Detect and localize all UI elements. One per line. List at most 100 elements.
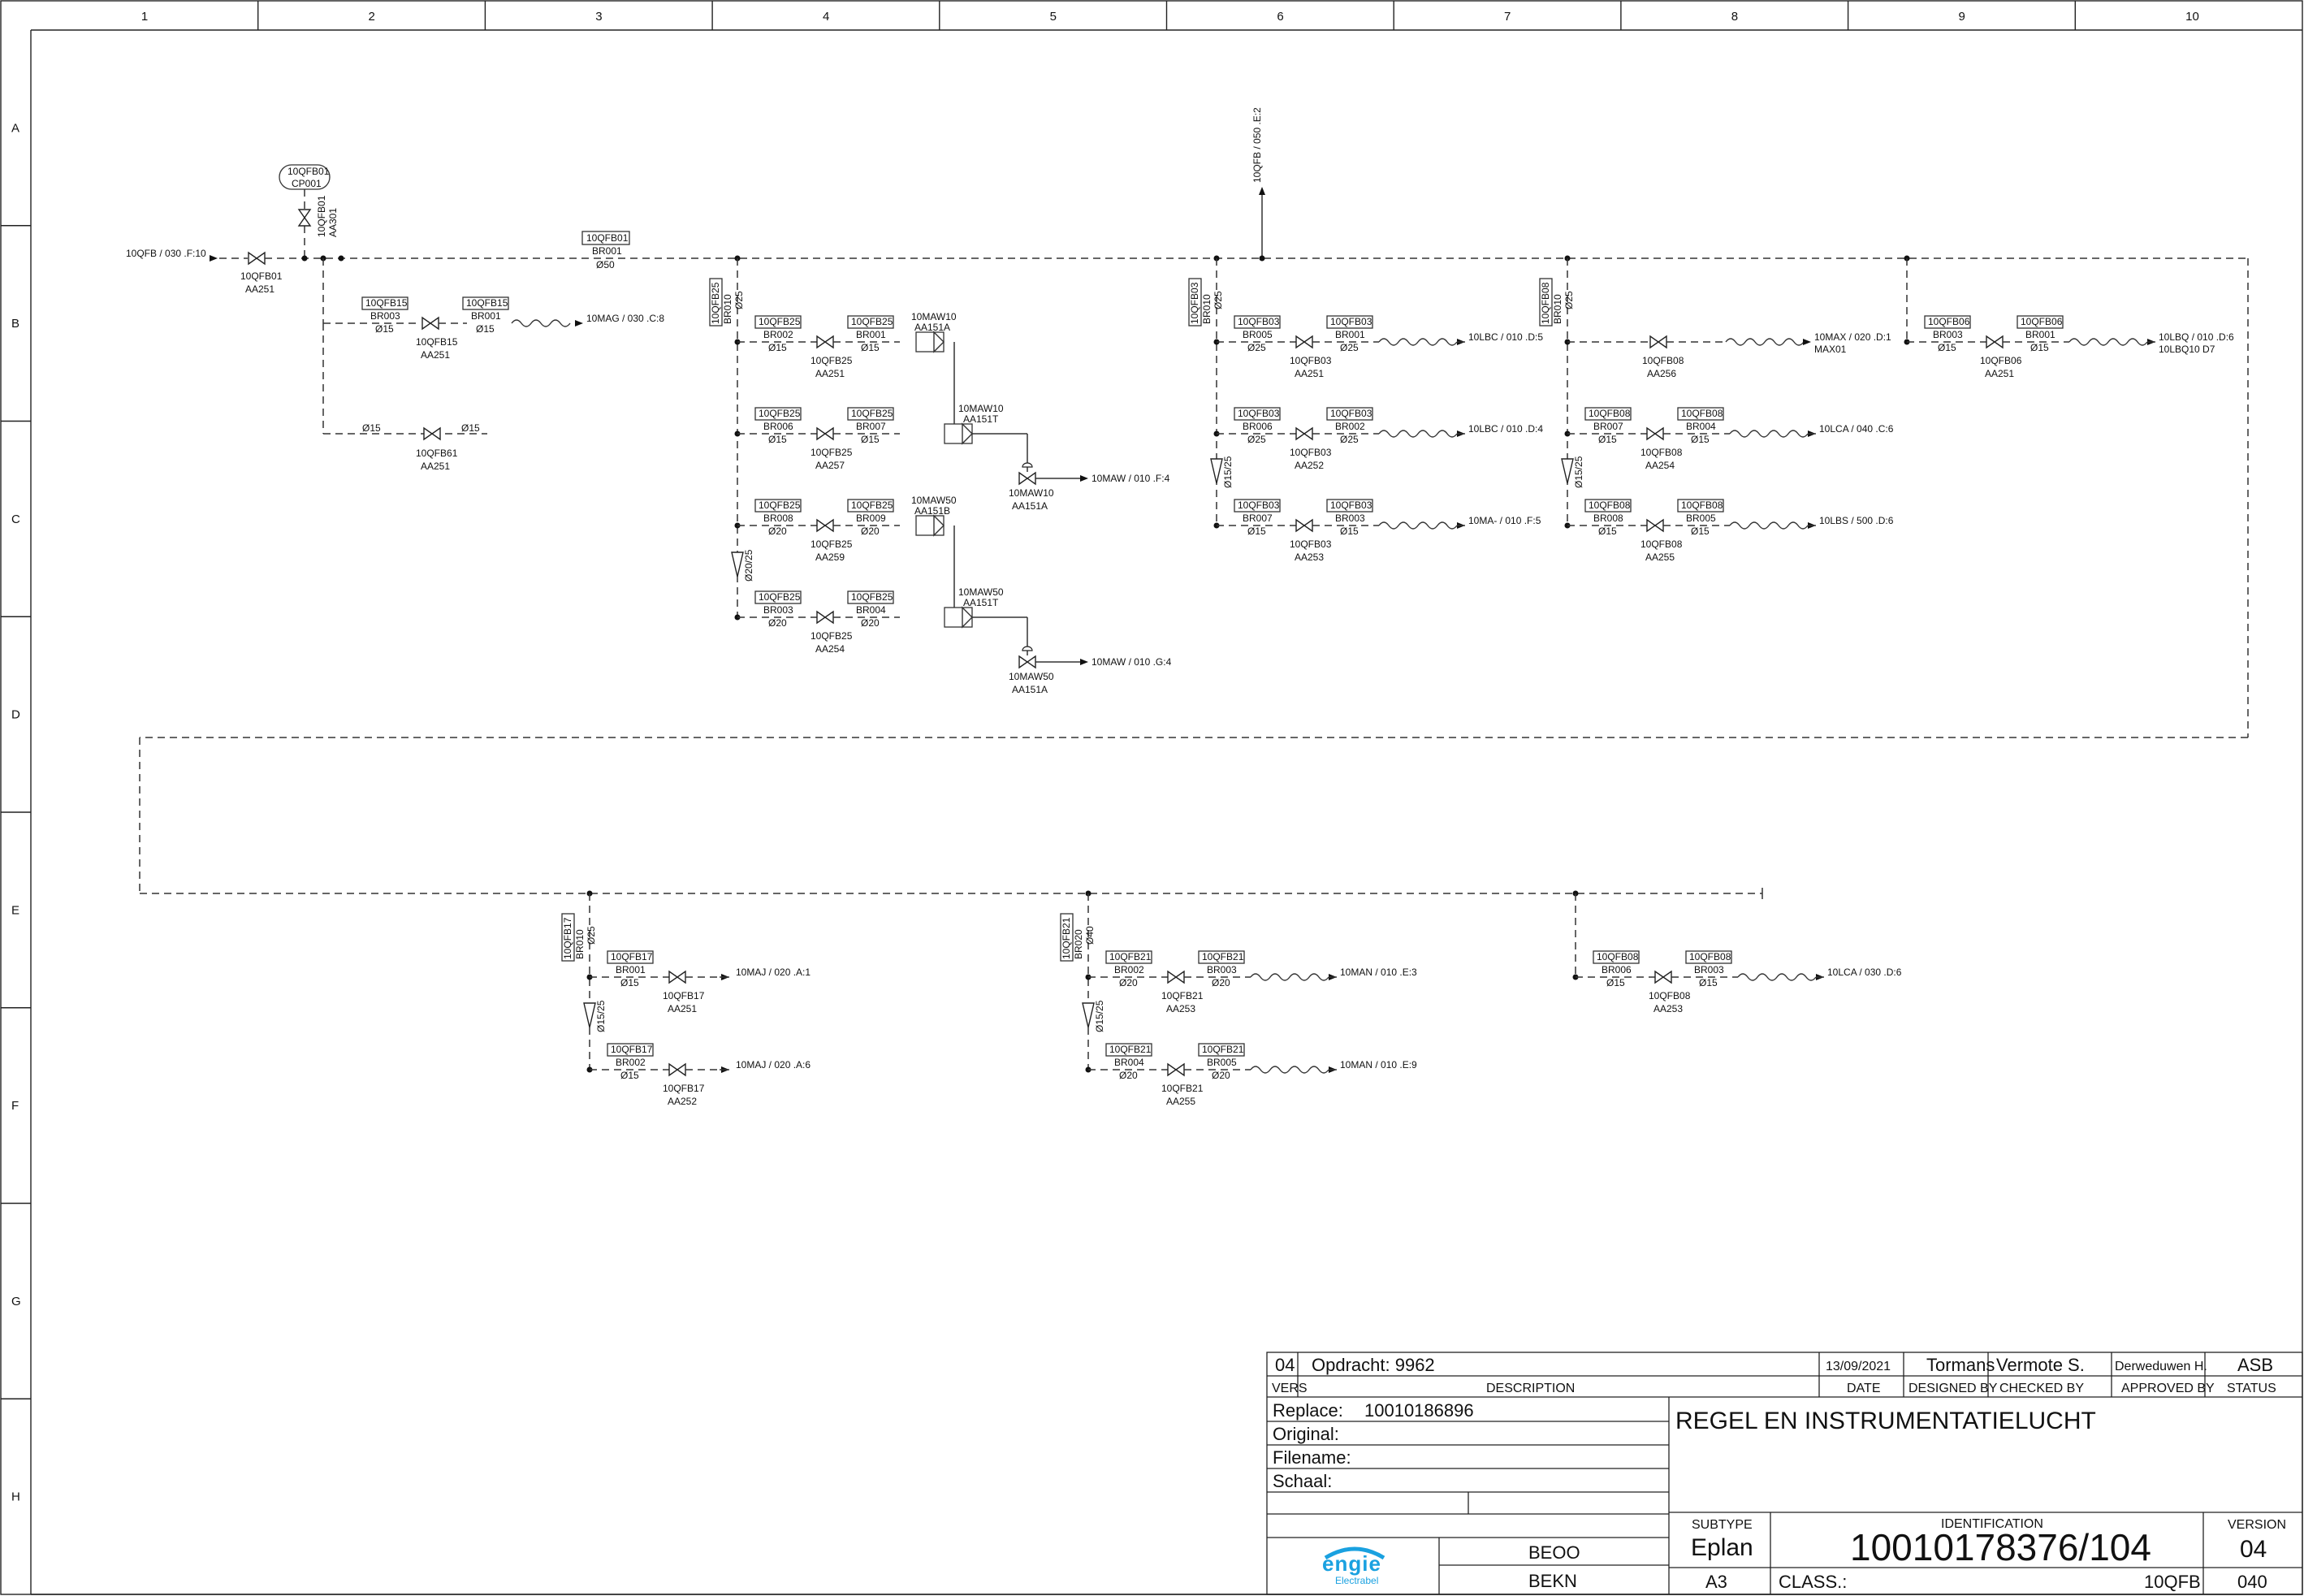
g21-row0-dest[interactable]: 10MAN / 010 .E:3	[1340, 967, 1417, 978]
g21-row1-valve[interactable]	[1167, 1062, 1185, 1077]
g21-row0-valve[interactable]	[1167, 970, 1185, 984]
col-label-1: 1	[141, 10, 148, 24]
source-ref[interactable]: 10QFB / 030 .F:10	[126, 248, 206, 259]
main-header: 10QFB / 030 .F:10 10QFB01 AA251 10QFB01 …	[126, 107, 2249, 899]
g21-row0-t1-box	[1105, 950, 1152, 964]
mach-dest-0[interactable]: 10MAW / 010 .F:4	[1091, 473, 1170, 484]
tb-site2: BEKN	[1528, 1571, 1577, 1591]
g08-first-dest[interactable]: 10MAX / 020 .D:1	[1814, 331, 1891, 343]
g03-row2-dest[interactable]: 10MA- / 010 .F:5	[1468, 515, 1541, 526]
g08-row1-valve[interactable]	[1646, 518, 1664, 533]
g25-row3-valve[interactable]	[816, 610, 834, 625]
g25-row2-valve-tag: 10QFB25	[811, 538, 853, 550]
g21-row0-t2-box	[1198, 950, 1245, 964]
instrument-sub: CP001	[292, 178, 322, 189]
g08-row1-dest[interactable]: 10LBS / 500 .D:6	[1819, 515, 1894, 526]
g03-row2-t2-br: BR003	[1335, 513, 1365, 524]
g21-row1-t1-br: BR004	[1114, 1057, 1144, 1068]
g25-row0-t1-tag: 10QFB25	[759, 316, 801, 327]
g25-row3-t1-dia: Ø20	[768, 617, 787, 629]
g08-row1-t1-br: BR008	[1593, 513, 1623, 524]
g25-row3-t2-dia: Ø20	[861, 617, 880, 629]
flow-arrow	[1080, 659, 1088, 665]
g25-row3-t2-tag: 10QFB25	[851, 591, 893, 603]
g25-row1-valve-code: AA257	[815, 460, 845, 471]
g08-first-valve-tag: 10QFB08	[1642, 355, 1684, 366]
g08b-row-t1-br: BR006	[1602, 964, 1632, 975]
g21-row1-valve-code: AA255	[1166, 1096, 1195, 1107]
b61-valve[interactable]	[423, 426, 441, 441]
g08-first-valve[interactable]	[1649, 335, 1667, 349]
g25-row3-t1-box	[754, 590, 802, 604]
b61-d2: Ø15	[461, 422, 480, 434]
g06-row-dest[interactable]: 10LBQ / 010 .D:6	[2159, 331, 2234, 343]
up-ref[interactable]: 10QFB / 050 .E:2	[1251, 107, 1263, 183]
g08-row0-dest[interactable]: 10LCA / 040 .C:6	[1819, 423, 1894, 435]
g03-row0-dest[interactable]: 10LBC / 010 .D:5	[1468, 331, 1543, 343]
g03-row0-t1-dia: Ø25	[1247, 342, 1266, 353]
g06-row-t2-dia: Ø15	[2030, 342, 2049, 353]
g03-row2-valve[interactable]	[1295, 518, 1313, 533]
g25-row2-t2-br: BR009	[856, 513, 886, 524]
g08b-row-valve[interactable]	[1654, 970, 1672, 984]
g21-row1-dest[interactable]: 10MAN / 010 .E:9	[1340, 1059, 1417, 1070]
g08-row0-valve[interactable]	[1646, 426, 1664, 441]
g17-vdia: Ø25	[586, 926, 597, 945]
mach-dest-1[interactable]: 10MAW / 010 .G:4	[1091, 656, 1172, 668]
header-dia: Ø50	[596, 259, 615, 270]
inlet-valve[interactable]	[248, 251, 266, 266]
g25-row2-t2-box	[847, 499, 894, 513]
tb-h-desc: DESCRIPTION	[1486, 1382, 1575, 1395]
g17-row1-t1-tag: 10QFB17	[611, 1044, 653, 1055]
g17-row0-valve[interactable]	[668, 970, 686, 984]
g25-row1-t2-br: BR007	[856, 421, 886, 432]
g21-row0-t1-br: BR002	[1114, 964, 1144, 975]
b15-dest[interactable]: 10MAG / 030 .C:8	[586, 313, 664, 324]
g17-row0-dest[interactable]: 10MAJ / 020 .A:1	[736, 967, 811, 978]
g17-vbr: BR010	[574, 929, 586, 959]
g21-vdia: Ø40	[1084, 926, 1096, 945]
g17-row1-dest[interactable]: 10MAJ / 020 .A:6	[736, 1059, 811, 1070]
g03-reducer	[1210, 458, 1223, 484]
tb-version-label: VERSION	[2228, 1518, 2286, 1532]
g03-row0-valve[interactable]	[1295, 335, 1313, 349]
g25-row2-valve[interactable]	[816, 518, 834, 533]
g17-row0-valve-code: AA251	[668, 1003, 697, 1014]
g06-row-t1-box	[1924, 315, 1971, 329]
tb-ident-label: IDENTIFICATION	[1941, 1517, 2043, 1531]
b15-valve-tag: 10QFB15	[416, 336, 458, 348]
g03-row1-t2-tag: 10QFB03	[1330, 408, 1372, 419]
b15-d1: Ø15	[375, 323, 394, 335]
g03-row0-t1-br: BR005	[1243, 329, 1273, 340]
g03-row2-t1-br: BR007	[1243, 513, 1273, 524]
mach-valve-0[interactable]	[1018, 471, 1036, 486]
b61-d1: Ø15	[362, 422, 381, 434]
g08-row0-t2-tag: 10QFB08	[1681, 408, 1723, 419]
g25-row1-valve-tag: 10QFB25	[811, 447, 853, 458]
g03-row1-t2-box	[1326, 407, 1373, 421]
g25-row0-valve-code: AA251	[815, 368, 845, 379]
b15-valve[interactable]	[421, 316, 439, 331]
g25-row0-t1-box	[754, 315, 802, 329]
g03-row0-t1-box	[1234, 315, 1281, 329]
g17-row1-valve[interactable]	[668, 1062, 686, 1077]
row-label-G: G	[11, 1295, 21, 1308]
g06-row-t1-dia: Ø15	[1938, 342, 1956, 353]
title-block: 04 Opdracht: 9962 13/09/2021 Tormans Ver…	[1266, 1352, 2303, 1595]
g25-row1-valve[interactable]	[816, 426, 834, 441]
g08b-row-dest[interactable]: 10LCA / 030 .D:6	[1827, 967, 1902, 978]
g03-row1-valve[interactable]	[1295, 426, 1313, 441]
g03-row1-dest[interactable]: 10LBC / 010 .D:4	[1468, 423, 1543, 435]
mach-b-1	[944, 607, 973, 628]
g08-vtag: 10QFB08	[1540, 282, 1551, 324]
mach-valve-1[interactable]	[1018, 655, 1036, 669]
g25-row3-t1-br: BR003	[763, 604, 793, 616]
logo-text: engie	[1322, 1551, 1381, 1576]
tb-schaal-label: Schaal:	[1273, 1471, 1332, 1491]
g25-row0-valve[interactable]	[816, 335, 834, 349]
vertical-valve[interactable]	[297, 209, 312, 227]
g06-row-valve[interactable]	[1986, 335, 2004, 349]
flexible-hose	[1729, 430, 1809, 438]
flexible-hose	[1737, 973, 1817, 981]
g08-row0-t1-tag: 10QFB08	[1589, 408, 1631, 419]
